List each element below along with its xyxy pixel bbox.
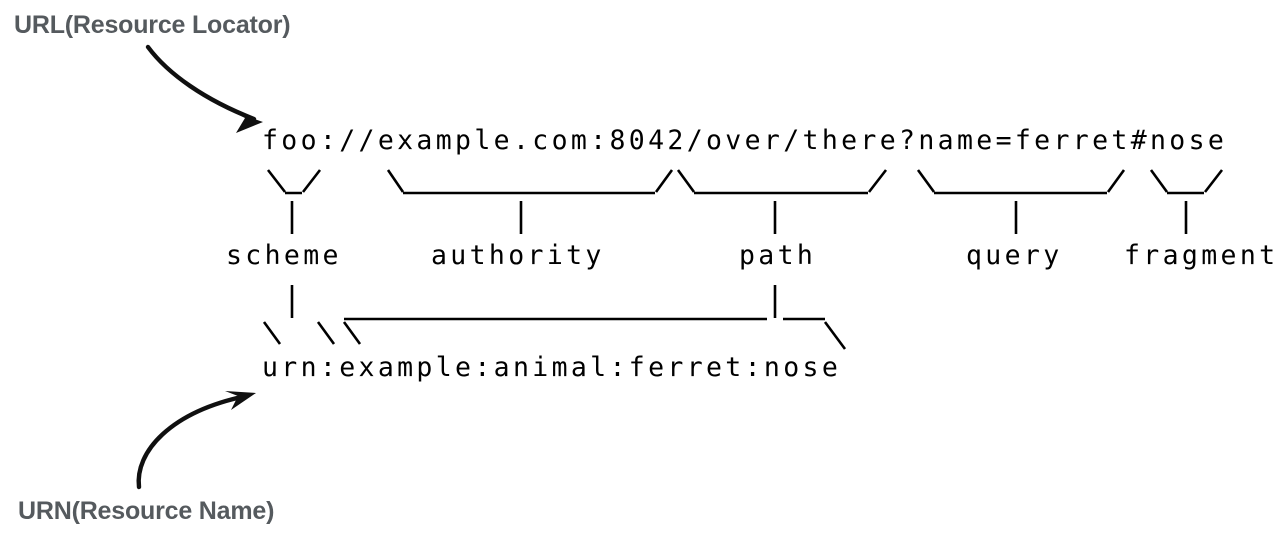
urn-annotation-label: URN(Resource Name): [18, 497, 275, 525]
component-label-scheme: scheme: [226, 240, 342, 271]
component-label-path: path: [739, 240, 817, 271]
bracket-authority: [386, 169, 674, 195]
urn-string-text: urn:example:animal:ferret:nose: [262, 352, 842, 383]
urn-rail-path: [344, 285, 825, 321]
component-label-fragment: fragment: [1124, 240, 1279, 271]
urn-arrow: [136, 391, 256, 490]
bracket-query: [916, 169, 1126, 195]
url-annotation-label: URL(Resource Locator): [14, 11, 291, 39]
bracket-fragment: [1149, 169, 1224, 195]
bracket-scheme: [266, 169, 322, 195]
url-string-text: foo://example.com:8042/over/there?name=f…: [262, 125, 1228, 156]
bracket-path: [676, 169, 888, 195]
url-arrow: [145, 44, 263, 133]
component-label-authority: authority: [431, 240, 605, 271]
urn-feet: [262, 321, 847, 350]
component-label-query: query: [966, 240, 1063, 271]
